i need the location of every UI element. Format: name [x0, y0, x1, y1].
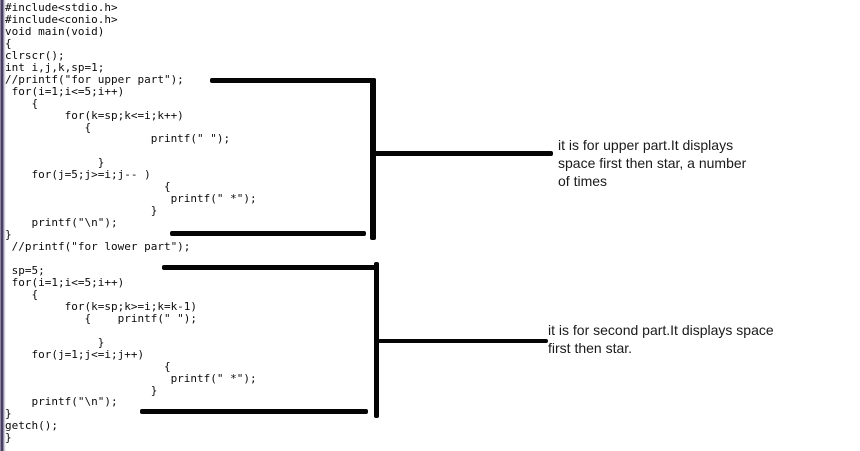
upper-part-note: it is for upper part.It displays space f… — [558, 137, 747, 189]
window-left-border — [0, 0, 6, 451]
lower-part-note: it is for second part.It displays space … — [548, 322, 774, 356]
upper-bracket-vertical-line — [370, 78, 376, 240]
lower-bracket-bottom-line — [140, 409, 368, 414]
upper-bracket-pointer-line — [372, 151, 553, 156]
lower-bracket-vertical-line — [374, 262, 379, 418]
c-code-listing: #include<stdio.h> #include<conio.h> void… — [5, 1, 257, 445]
lower-bracket-top-line — [162, 265, 379, 270]
lower-bracket-pointer-line — [378, 339, 548, 343]
upper-bracket-top-line — [210, 78, 376, 83]
upper-bracket-bottom-line — [170, 231, 366, 236]
